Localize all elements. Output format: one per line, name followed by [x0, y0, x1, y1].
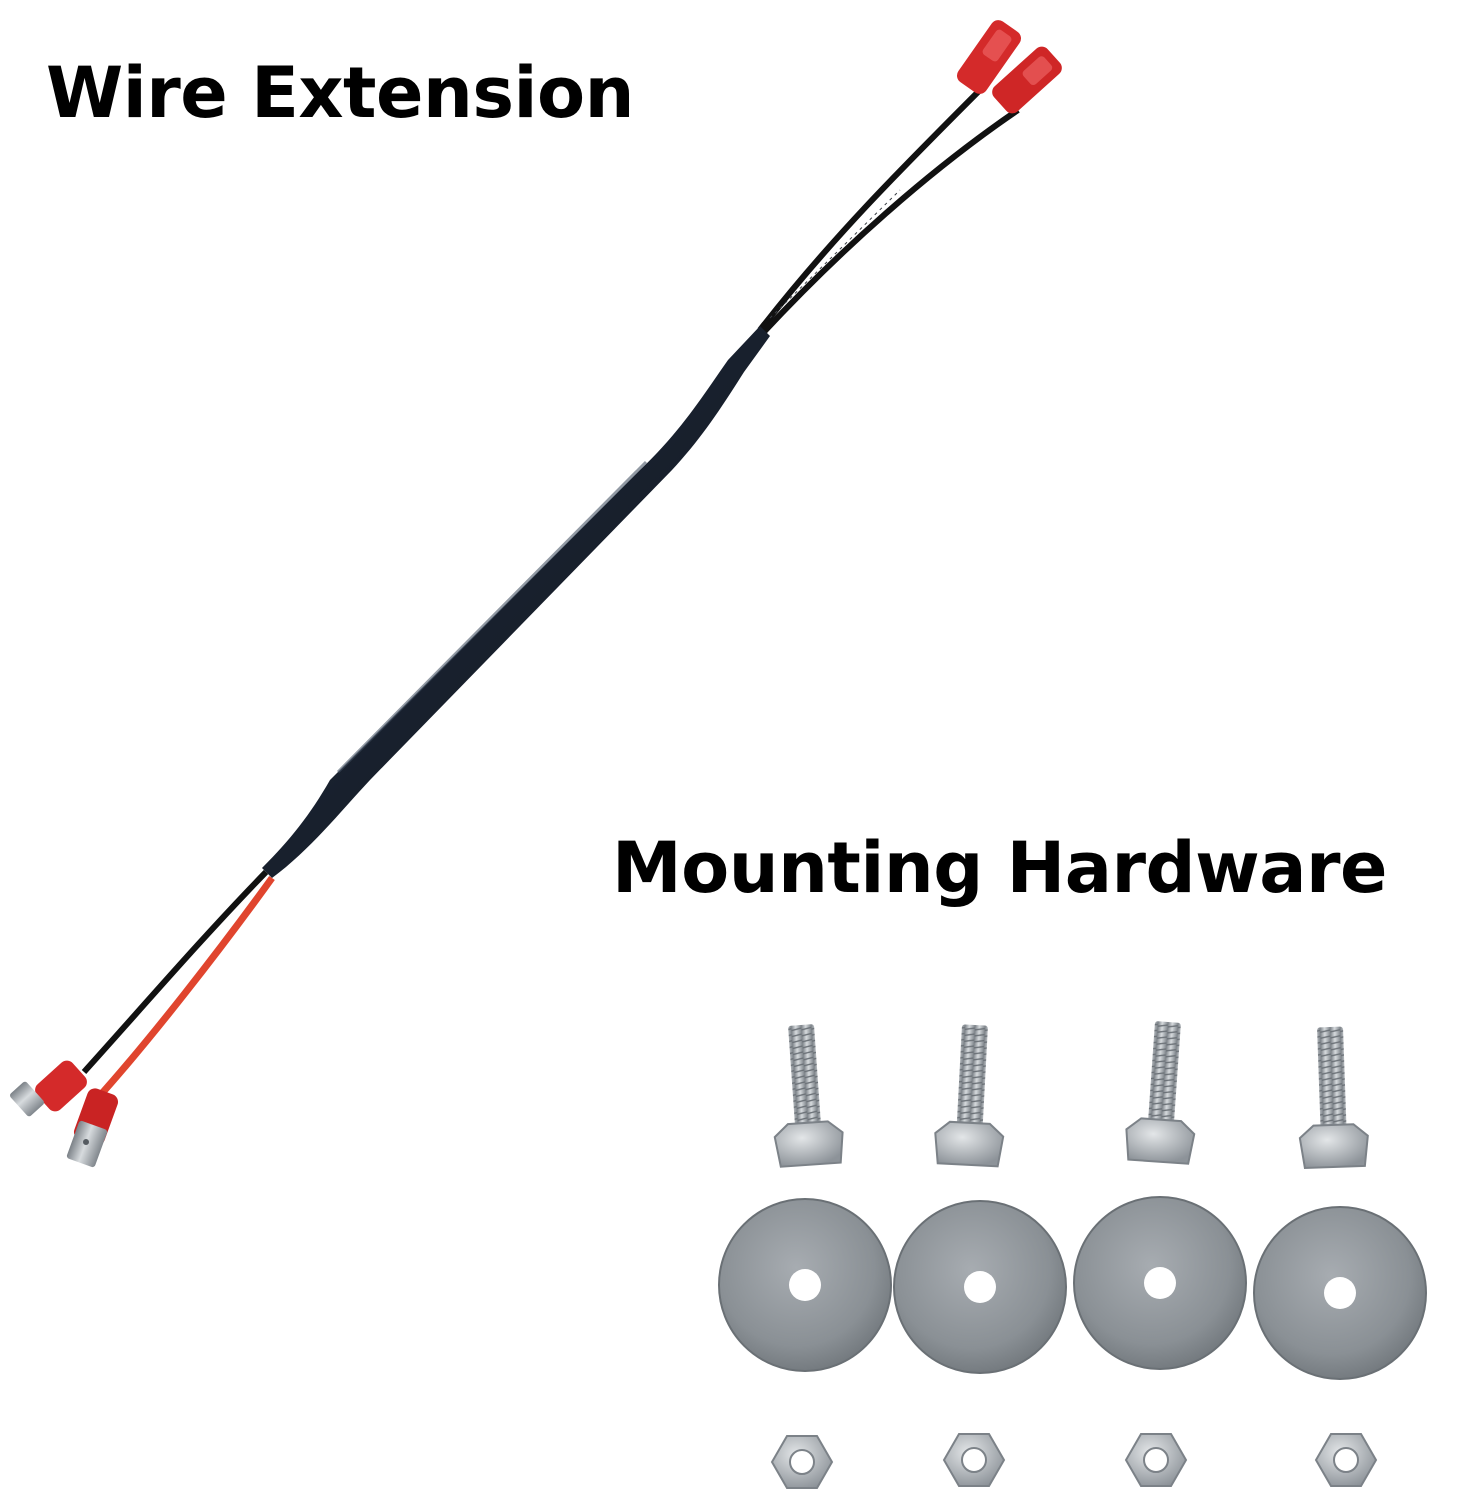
flat-washer-icon — [1253, 1206, 1427, 1380]
flat-washer-icon — [1073, 1196, 1247, 1370]
connector-bottom-1 — [10, 1060, 87, 1117]
wire-extension-label: Wire Extension — [46, 52, 634, 134]
hex-nut-icon — [942, 1433, 1006, 1487]
connector-bottom-2 — [66, 1088, 119, 1168]
flat-washer-icon — [718, 1198, 892, 1372]
hex-bolt-icon — [934, 1024, 1005, 1168]
flat-washer-icon — [893, 1200, 1067, 1374]
hex-nut-icon — [1124, 1433, 1188, 1487]
hex-nut-icon — [1314, 1433, 1378, 1487]
connector-top-2 — [992, 46, 1062, 114]
hex-bolt-icon — [1125, 1021, 1196, 1165]
hex-nut-icon — [770, 1435, 834, 1489]
hex-bolt-icon — [1298, 1026, 1369, 1169]
wire-extension-photo — [10, 20, 1062, 1168]
mounting-hardware-photo — [718, 1021, 1427, 1489]
mounting-hardware-label: Mounting Hardware — [612, 827, 1388, 909]
hex-bolt-icon — [773, 1024, 844, 1168]
connector-top-1 — [956, 20, 1022, 94]
